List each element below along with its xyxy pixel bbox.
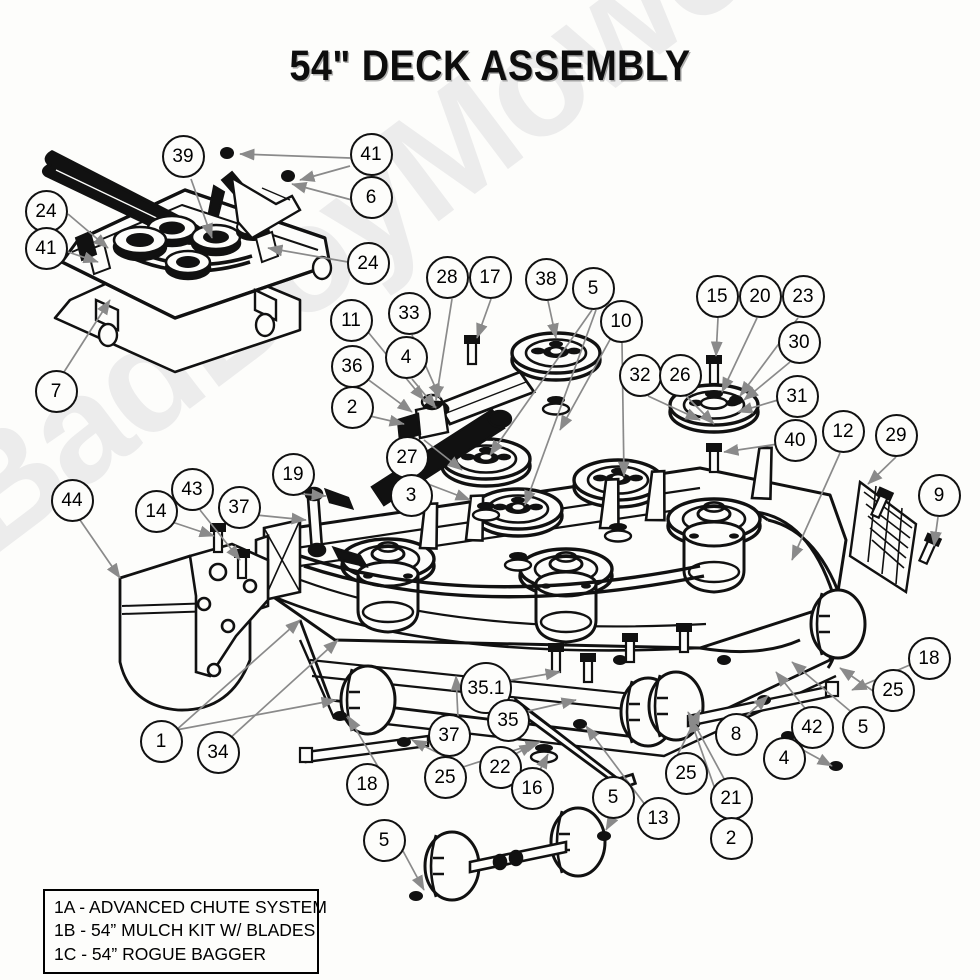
callout-bubble[interactable]: 29	[874, 413, 918, 457]
callout-bubble[interactable]: 28	[425, 255, 469, 299]
callout-bubble[interactable]: 39	[161, 134, 205, 178]
callout-bubble[interactable]: 4	[384, 335, 428, 379]
callout-bubble[interactable]: 37	[217, 485, 261, 529]
callout-bubble[interactable]: 43	[170, 467, 214, 511]
callout-bubble[interactable]: 21	[709, 776, 753, 820]
callout-bubble[interactable]: 8	[714, 712, 758, 756]
callout-bubble[interactable]: 17	[468, 255, 512, 299]
callout-bubble[interactable]: 5	[362, 818, 406, 862]
callout-bubble[interactable]: 7	[34, 369, 78, 413]
callout-bubble[interactable]: 11	[329, 298, 373, 342]
callout-bubble[interactable]: 13	[636, 796, 680, 840]
callout-bubble[interactable]: 36	[330, 344, 374, 388]
callout-bubble[interactable]: 40	[773, 418, 817, 462]
callout-bubble[interactable]: 41	[349, 132, 393, 176]
callout-bubble[interactable]: 25	[871, 668, 915, 712]
callout-bubble[interactable]: 14	[134, 489, 178, 533]
callout-bubble[interactable]: 5	[571, 266, 615, 310]
callout-bubble[interactable]: 18	[345, 762, 389, 806]
callout-bubble[interactable]: 9	[917, 473, 961, 517]
callout-bubble[interactable]: 3	[389, 473, 433, 517]
callout-bubble[interactable]: 10	[599, 299, 643, 343]
callout-bubble[interactable]: 35	[486, 698, 530, 742]
callout-bubble[interactable]: 6	[349, 175, 393, 219]
legend-box: 1A - ADVANCED CHUTE SYSTEM 1B - 54” MULC…	[43, 889, 327, 974]
callout-bubble[interactable]: 5	[841, 705, 885, 749]
legend-line: 1B - 54” MULCH KIT W/ BLADES	[54, 920, 316, 941]
callout-bubble[interactable]: 1	[139, 719, 183, 763]
callout-bubble[interactable]: 23	[781, 274, 825, 318]
callout-bubble[interactable]: 24	[346, 241, 390, 285]
callout-bubble[interactable]: 12	[821, 409, 865, 453]
callout-bubble[interactable]: 42	[790, 705, 834, 749]
callout-bubble[interactable]: 32	[618, 353, 662, 397]
callout-bubble[interactable]: 5	[591, 775, 635, 819]
callout-bubble[interactable]: 44	[50, 478, 94, 522]
callout-bubble[interactable]: 30	[777, 320, 821, 364]
callout-bubble[interactable]: 25	[423, 755, 467, 799]
callout-bubble[interactable]: 34	[196, 730, 240, 774]
callout-bubble[interactable]: 37	[427, 713, 471, 757]
callout-bubble[interactable]: 22	[478, 745, 522, 789]
callout-bubble[interactable]: 33	[387, 291, 431, 335]
callout-bubble[interactable]: 27	[385, 435, 429, 479]
legend-line: 1C - 54” ROGUE BAGGER	[54, 943, 266, 964]
callout-bubble[interactable]: 31	[775, 374, 819, 418]
callout-bubble[interactable]: 2	[709, 816, 753, 860]
callout-bubble[interactable]: 20	[738, 274, 782, 318]
callout-bubble[interactable]: 26	[658, 353, 702, 397]
callout-bubble[interactable]: 25	[664, 751, 708, 795]
legend-line: 1A - ADVANCED CHUTE SYSTEM	[54, 897, 327, 917]
page-title: 54" DECK ASSEMBLY	[289, 42, 691, 90]
callout-bubble[interactable]: 16	[510, 766, 554, 810]
callout-bubble[interactable]: 19	[271, 452, 315, 496]
callout-bubble[interactable]: 2	[330, 385, 374, 429]
callout-bubble[interactable]: 38	[524, 257, 568, 301]
callout-bubble[interactable]: 18	[907, 636, 951, 680]
callout-bubble[interactable]: 41	[24, 226, 68, 270]
callout-bubble[interactable]: 15	[695, 274, 739, 318]
